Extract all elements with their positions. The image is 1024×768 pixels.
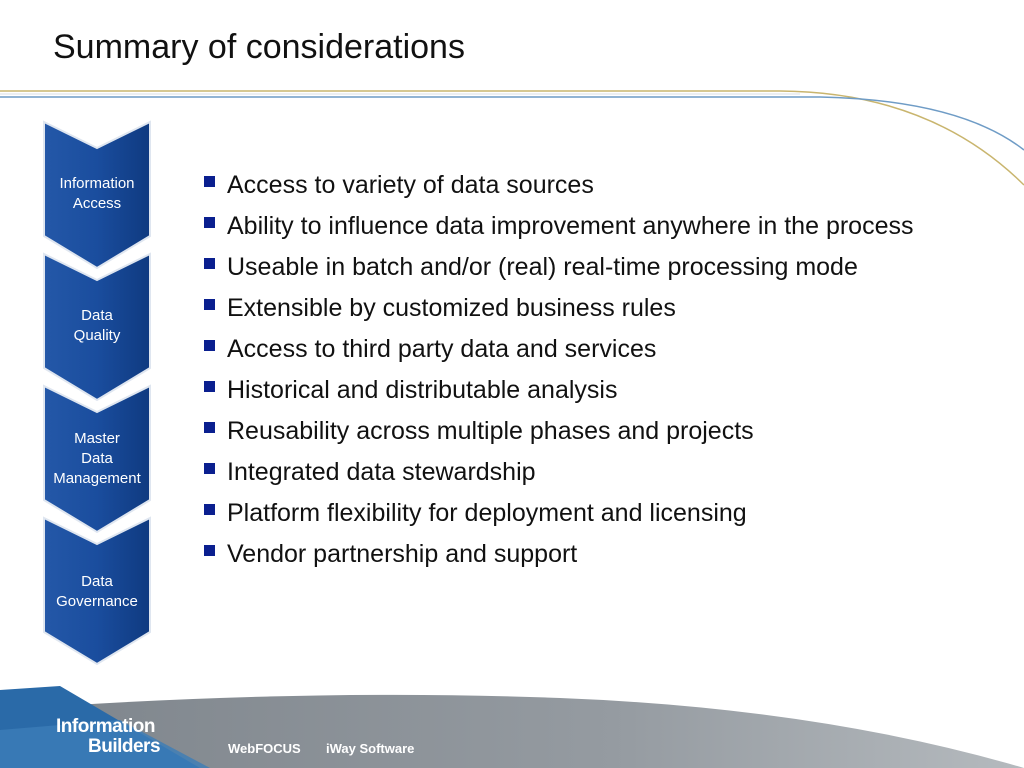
footer-band [0,686,1024,768]
chevron-shape [43,252,151,402]
process-step-data-quality: Data Quality [40,250,154,408]
chevron-shape [43,516,151,666]
list-item-text: Useable in batch and/or (real) real-time… [227,253,858,281]
list-item: Extensible by customized business rules [198,291,958,325]
square-bullet-icon [204,299,215,310]
square-bullet-icon [204,545,215,556]
list-item: Historical and distributable analysis [198,373,958,407]
square-bullet-icon [204,340,215,351]
label-line: Quality [73,327,121,344]
process-step-label: Master Data Management [44,429,150,489]
list-item-text: Access to third party data and services [227,335,657,363]
process-step-information-access: Information Access [40,118,154,276]
company-logo-line2: Builders [88,736,161,757]
list-item-text: Integrated data stewardship [227,458,536,486]
list-item: Access to variety of data sources [198,168,958,202]
company-logo-line1: Information [56,716,156,737]
list-item-text: Reusability across multiple phases and p… [227,417,754,445]
square-bullet-icon [204,504,215,515]
square-bullet-icon [204,217,215,228]
label-line: Governance [56,593,138,610]
list-item: Platform flexibility for deployment and … [198,496,958,530]
square-bullet-icon [204,463,215,474]
process-step-label: Data Governance [44,572,150,612]
process-step-label: Information Access [44,174,150,214]
square-bullet-icon [204,258,215,269]
slide-title: Summary of considerations [53,28,465,66]
list-item-text: Access to variety of data sources [227,171,594,199]
square-bullet-icon [204,176,215,187]
chevron-shape [43,384,151,534]
label-line: Data [81,450,113,467]
label-line: Information [59,175,135,192]
product-webfocus: WebFOCUS [228,741,301,756]
chevron-shape [43,120,151,270]
list-item-text: Ability to influence data improvement an… [227,212,914,240]
label-line: Master [74,430,120,447]
list-item: Access to third party data and services [198,332,958,366]
list-item: Integrated data stewardship [198,455,958,489]
label-line: Data [81,307,113,324]
considerations-list: Access to variety of data sources Abilit… [198,168,958,578]
label-line: Data [81,573,113,590]
list-item-text: Extensible by customized business rules [227,294,676,322]
list-item: Reusability across multiple phases and p… [198,414,958,448]
list-item-text: Historical and distributable analysis [227,376,618,404]
list-item: Useable in batch and/or (real) real-time… [198,250,958,284]
list-item-text: Platform flexibility for deployment and … [227,499,747,527]
header-decor-lines [0,90,1024,186]
product-iway-software: iWay Software [326,741,415,756]
process-step-label: Data Quality [44,306,150,346]
list-item: Ability to influence data improvement an… [198,209,958,243]
list-item: Vendor partnership and support [198,537,958,571]
square-bullet-icon [204,422,215,433]
label-line: Access [72,195,122,212]
process-step-master-data-management: Master Data Management [40,382,154,540]
square-bullet-icon [204,381,215,392]
list-item-text: Vendor partnership and support [227,540,578,568]
label-line: Management [53,470,141,487]
process-step-data-governance: Data Governance [40,514,154,672]
